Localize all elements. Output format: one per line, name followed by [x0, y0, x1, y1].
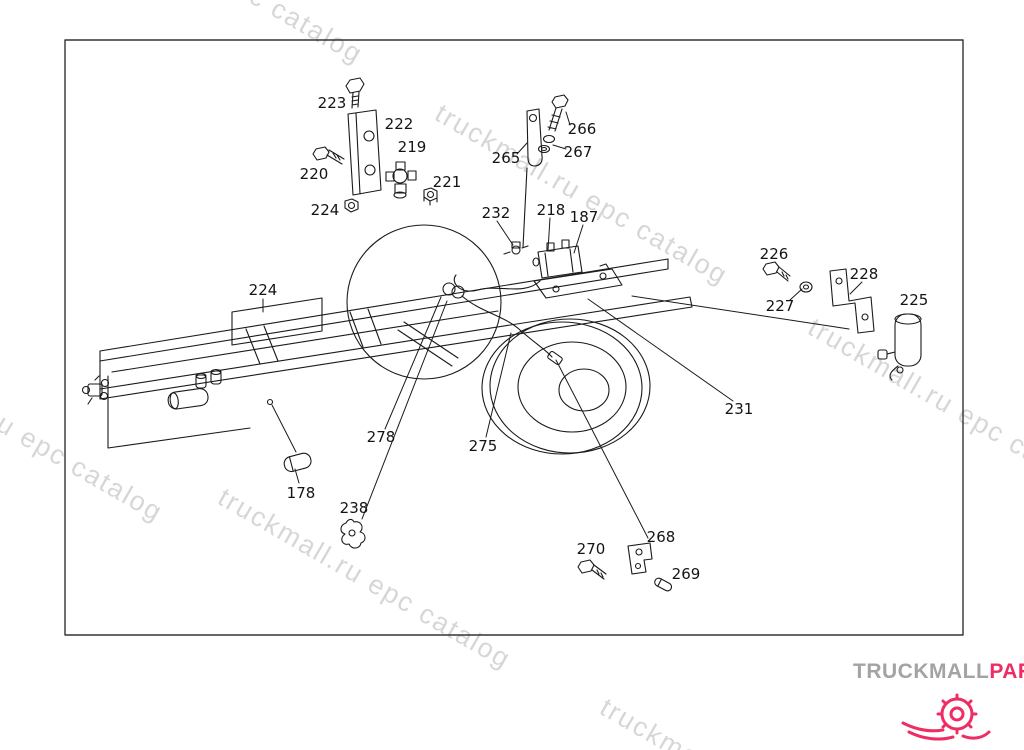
part-228-bracket	[829, 268, 875, 334]
logo: TRUCKMALLPARTS	[853, 660, 1024, 684]
part-238-clip	[340, 518, 366, 549]
small-cylinders	[195, 368, 222, 389]
part-270-bolt	[577, 559, 607, 580]
part-219-fitting	[385, 161, 417, 199]
logo-gray: TRUCKMALL	[853, 660, 990, 683]
part-269-pin	[654, 577, 673, 592]
part-224-nut	[344, 198, 359, 213]
diagram-border	[64, 39, 964, 636]
part-232-fitting	[503, 241, 529, 255]
left-end-fittings	[81, 375, 110, 405]
part-265-bracket	[522, 108, 543, 248]
part-178-sleeve	[283, 452, 312, 473]
part-266-bolt	[547, 94, 569, 132]
part-220-bolt	[312, 146, 345, 165]
part-268-bracket	[627, 542, 653, 575]
part-221-nut	[423, 187, 438, 206]
chassis-frame	[99, 258, 693, 400]
part-218-valve	[532, 239, 583, 279]
part-275-hose	[442, 274, 563, 366]
air-tank	[167, 388, 209, 410]
gear-logo-icon	[901, 693, 991, 741]
part-225-cylinder	[877, 313, 922, 381]
wheels	[346, 224, 651, 455]
part-227-washer	[799, 281, 813, 293]
part-187-plate	[533, 263, 623, 299]
logo-accent: PARTS	[989, 660, 1024, 683]
part-222-bracket	[347, 109, 382, 196]
air-pipes	[107, 297, 499, 449]
part-223-bolt	[345, 77, 365, 109]
part-226-bolt	[762, 261, 791, 282]
leader-lines	[262, 111, 863, 539]
part-267-washers	[537, 134, 556, 154]
